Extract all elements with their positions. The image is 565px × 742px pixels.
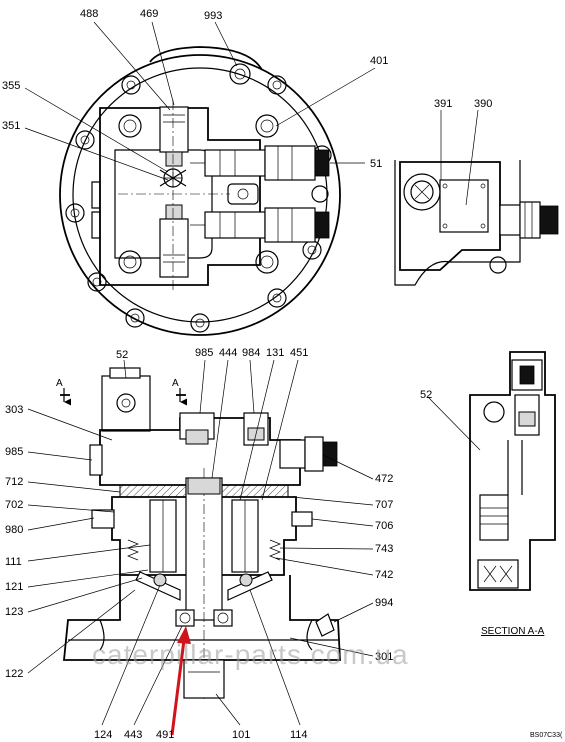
flange-bolt-holes [65,75,332,333]
label-355: 355 [2,80,20,92]
section-title: SECTION A-A [481,626,545,637]
label-390: 390 [474,98,492,110]
drawing-code: BS07C33( [530,732,563,739]
label-472: 472 [375,473,393,485]
label-131: 131 [266,347,284,359]
section-mark-a-left: A [56,378,63,389]
label-993: 993 [204,10,222,22]
label-444: 444 [219,347,237,359]
label-391: 391 [434,98,452,110]
label-994: 994 [375,597,393,609]
label-743: 743 [375,543,393,555]
label-401: 401 [370,55,388,67]
label-114: 114 [290,729,308,741]
label-303: 303 [5,404,23,416]
section-a-a-view [469,351,556,591]
label-51: 51 [370,158,382,170]
leader-lines [24,21,481,726]
label-443: 443 [124,729,142,741]
label-101: 101 [232,729,250,741]
label-742: 742 [375,569,393,581]
label-351: 351 [2,120,20,132]
block-bolts [118,114,279,274]
section-mark-a-right: A [172,378,179,389]
label-123: 123 [5,606,23,618]
label-111: 111 [5,556,22,568]
label-121: 121 [5,581,23,593]
label-712: 712 [5,476,23,488]
label-491: 491 [156,729,174,741]
label-488: 488 [80,8,98,20]
label-706: 706 [375,520,393,532]
relief-valve-upper [190,145,330,181]
relief-valve-lower [190,207,330,243]
label-707: 707 [375,499,393,511]
label-980: 980 [5,524,23,536]
label-301: 301 [375,651,393,663]
part-number-labels: 488 469 993 401 355 351 51 391 390 52 98… [2,8,492,741]
red-pointer-arrow [170,626,191,736]
label-985-top: 985 [195,347,213,359]
label-122: 122 [5,668,23,680]
label-702: 702 [5,499,23,511]
detail-view-391-390 [394,160,559,286]
label-124: 124 [94,729,112,741]
watermark: caterpillar-parts.com.ua [92,639,409,670]
top-view-motor-face [59,46,341,336]
label-451: 451 [290,347,308,359]
label-52-section: 52 [420,389,432,401]
label-469: 469 [140,8,158,20]
label-984: 984 [242,347,260,359]
label-52-main: 52 [116,349,128,361]
label-985-side: 985 [5,446,23,458]
